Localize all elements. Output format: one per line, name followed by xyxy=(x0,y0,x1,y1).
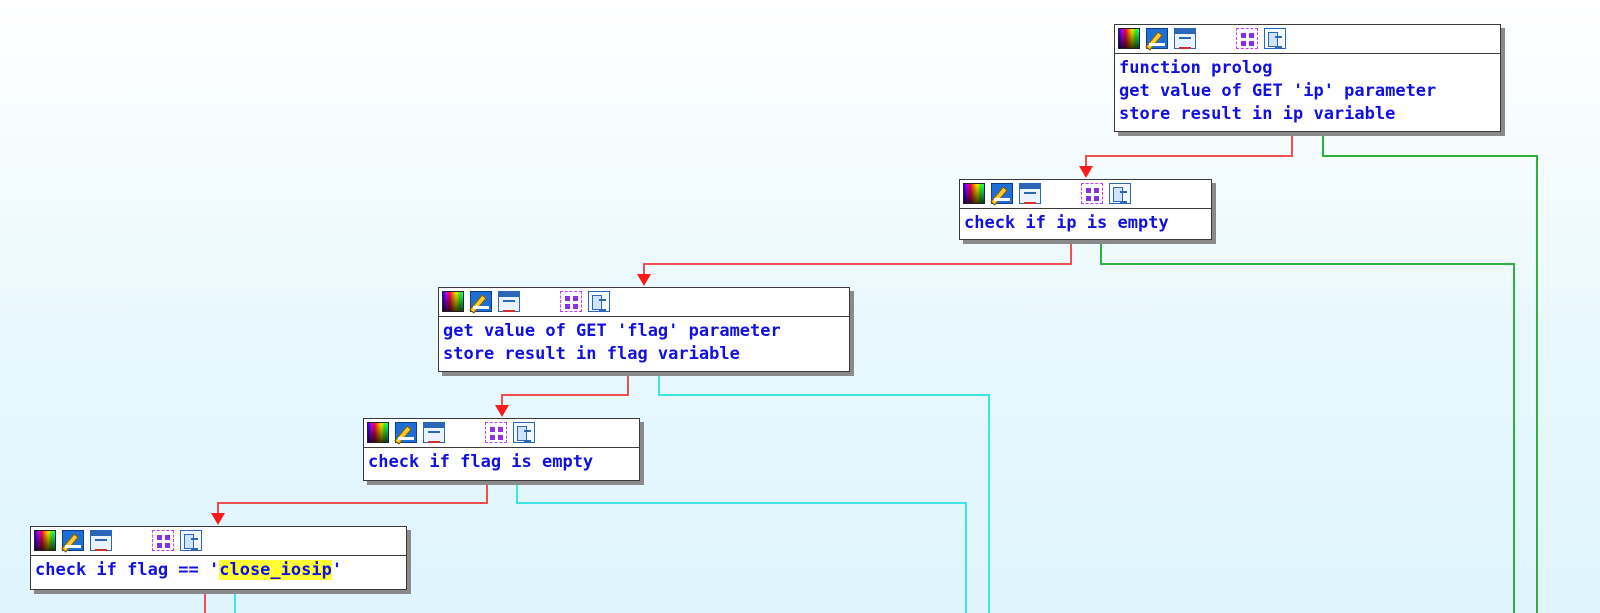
edge-n2-false xyxy=(1100,240,1515,613)
graph-view-icon[interactable] xyxy=(1174,28,1196,49)
list-view-icon[interactable] xyxy=(1264,28,1286,49)
node-line: store result in ip variable xyxy=(1119,104,1396,124)
group-nodes-icon[interactable] xyxy=(560,291,582,312)
node-line: function prolog xyxy=(1119,58,1273,78)
node-body: check if flag == 'close_iosip' xyxy=(31,556,406,586)
edge-n1-true xyxy=(1085,132,1293,170)
arrow-into-n5 xyxy=(211,513,225,525)
group-nodes-icon[interactable] xyxy=(152,530,174,551)
list-view-icon[interactable] xyxy=(588,291,610,312)
node-line: check if flag is empty xyxy=(368,452,594,472)
color-palette-icon[interactable] xyxy=(1118,28,1140,49)
node-toolbar xyxy=(364,419,639,448)
rename-icon[interactable] xyxy=(1146,28,1168,49)
graph-view-icon[interactable] xyxy=(423,422,445,443)
node-toolbar xyxy=(31,527,406,556)
list-view-icon[interactable] xyxy=(513,422,535,443)
color-palette-icon[interactable] xyxy=(367,422,389,443)
node-body: function prolog get value of GET 'ip' pa… xyxy=(1115,54,1500,130)
node-text-suffix: ' xyxy=(331,560,343,580)
arrow-into-n4 xyxy=(495,405,509,417)
node-body: check if ip is empty xyxy=(960,209,1211,239)
edge-n4-cyan xyxy=(516,481,967,613)
edge-n1-false xyxy=(1322,132,1538,613)
list-view-icon[interactable] xyxy=(1109,183,1131,204)
graph-view-icon[interactable] xyxy=(90,530,112,551)
arrow-into-n3 xyxy=(637,274,651,286)
group-nodes-icon[interactable] xyxy=(1081,183,1103,204)
graph-node-check-flag-equals[interactable]: check if flag == 'close_iosip' xyxy=(30,526,407,590)
node-line: get value of GET 'ip' parameter xyxy=(1119,81,1437,101)
arrow-into-n2 xyxy=(1079,166,1093,178)
rename-icon[interactable] xyxy=(62,530,84,551)
node-line: check if ip is empty xyxy=(964,213,1169,233)
group-nodes-icon[interactable] xyxy=(1236,28,1258,49)
graph-view-icon[interactable] xyxy=(498,291,520,312)
graph-node-check-flag-empty[interactable]: check if flag is empty xyxy=(363,418,640,481)
rename-icon[interactable] xyxy=(991,183,1013,204)
node-text-prefix: check if flag == ' xyxy=(35,560,220,580)
color-palette-icon[interactable] xyxy=(34,530,56,551)
node-toolbar xyxy=(1115,25,1500,54)
graph-node-check-ip-empty[interactable]: check if ip is empty xyxy=(959,179,1212,240)
color-palette-icon[interactable] xyxy=(442,291,464,312)
node-line: check if flag == 'close_iosip' xyxy=(35,559,402,582)
graph-view-icon[interactable] xyxy=(1019,183,1041,204)
graph-node-function-prolog[interactable]: function prolog get value of GET 'ip' pa… xyxy=(1114,24,1501,132)
edge-n3-cyan xyxy=(658,372,990,613)
rename-icon[interactable] xyxy=(395,422,417,443)
edge-n3-true xyxy=(501,372,629,409)
node-body: get value of GET 'flag' parameter store … xyxy=(439,317,849,370)
node-line: get value of GET 'flag' parameter xyxy=(443,321,781,341)
edge-n4-true xyxy=(217,481,488,517)
graph-node-get-flag[interactable]: get value of GET 'flag' parameter store … xyxy=(438,287,850,372)
highlighted-string[interactable]: close_iosip xyxy=(219,560,332,580)
node-body: check if flag is empty xyxy=(364,448,639,478)
node-line: store result in flag variable xyxy=(443,344,740,364)
node-toolbar xyxy=(439,288,849,317)
edge-n2-true xyxy=(643,240,1072,278)
node-toolbar xyxy=(960,180,1211,209)
rename-icon[interactable] xyxy=(470,291,492,312)
list-view-icon[interactable] xyxy=(180,530,202,551)
color-palette-icon[interactable] xyxy=(963,183,985,204)
group-nodes-icon[interactable] xyxy=(485,422,507,443)
